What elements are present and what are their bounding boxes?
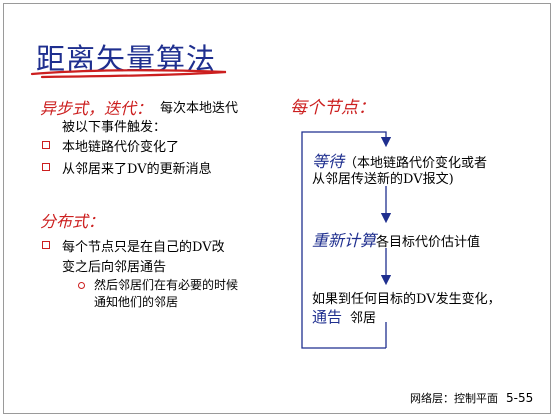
flow-wait-line-1: 等待（本地链路代价变化或者 xyxy=(312,148,487,172)
bullet-circle-icon xyxy=(78,282,85,289)
dist-bullet-line-2: 变之后向邻居通告 xyxy=(62,260,167,275)
async-bullet-2: 从邻居来了DV的更新消息 xyxy=(62,162,212,177)
async-desc-1: 每次本地迭代 xyxy=(160,101,239,116)
slide-footer: 网络层：控制平面 5-55 xyxy=(410,390,533,406)
async-bullet-1: 本地链路代价变化了 xyxy=(62,140,180,155)
dist-heading: 分布式： xyxy=(40,212,105,231)
bullet-square-icon xyxy=(42,141,50,149)
flow-recompute-line: 重新计算各目标代价估计值 xyxy=(312,227,480,251)
flow-notify-line-1: 如果到任何目标的DV发生变化， xyxy=(312,292,501,307)
bullet-square-icon xyxy=(42,241,50,249)
dist-sub-line-2: 通知他们的邻居 xyxy=(94,295,179,309)
node-heading: 每个节点： xyxy=(290,98,375,118)
page-number: 5-55 xyxy=(506,391,534,405)
slide-frame xyxy=(3,3,551,414)
async-heading: 异步式，迭代： xyxy=(40,99,153,118)
recompute-rest: 各目标代价估计值 xyxy=(376,235,481,250)
flow-loop-line xyxy=(301,131,392,349)
dist-bullet-line-1: 每个节点只是在自己的DV改 xyxy=(62,240,225,255)
flow-wait-line-2: 从邻居传送新的DV报文) xyxy=(312,172,454,187)
notify-rest: 邻居 xyxy=(350,311,377,326)
dist-sub-line-1: 然后邻居们在有必要的时候 xyxy=(94,278,239,292)
recompute-keyword: 重新计算 xyxy=(312,231,377,250)
notify-keyword: 通告 xyxy=(312,308,343,326)
footer-section: 网络层：控制平面 xyxy=(410,392,498,405)
bullet-square-icon xyxy=(42,163,50,171)
title-underline xyxy=(30,69,227,79)
flow-notify-line-2: 通告邻居 xyxy=(312,306,376,327)
async-desc-2: 被以下事件触发： xyxy=(62,120,167,135)
wait-rest: （本地链路代价变化或者 xyxy=(344,156,488,171)
wait-keyword: 等待 xyxy=(312,152,345,171)
